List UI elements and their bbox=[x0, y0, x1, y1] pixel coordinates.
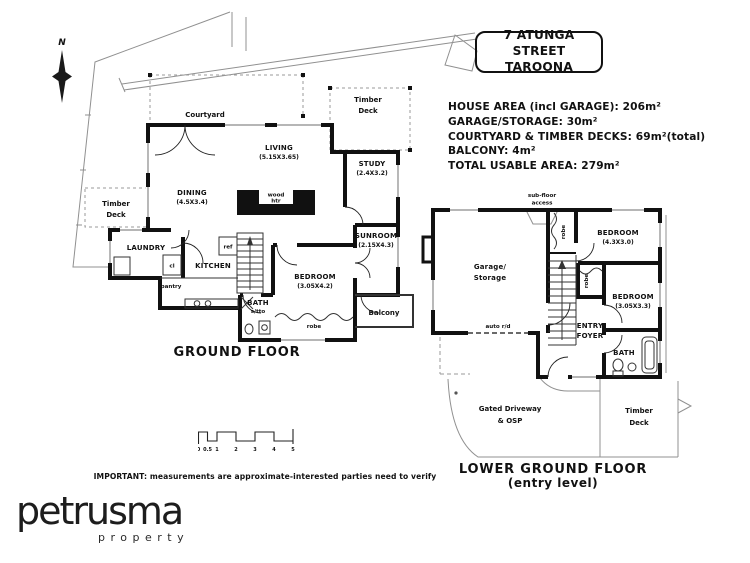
scale-tick: 5 bbox=[291, 447, 295, 453]
lower-window-lines bbox=[432, 209, 661, 378]
logo-tagline-text: property bbox=[98, 531, 190, 544]
lower-stairs-arrow-icon bbox=[558, 260, 566, 269]
ground-floor-title: GROUND FLOOR bbox=[174, 345, 301, 360]
sunroom-dims: (2.15X4.3) bbox=[358, 242, 394, 249]
pantry-label: pantry bbox=[161, 284, 182, 290]
gf-bath-label: BATH bbox=[247, 299, 269, 307]
gf-robe-label: robe bbox=[307, 324, 322, 330]
entry-foyer-label-2: FOYER bbox=[577, 332, 604, 340]
ref-label: ref bbox=[224, 245, 234, 251]
gf-bath-sub-label: s/tto bbox=[251, 309, 266, 315]
lower-fittings bbox=[548, 212, 658, 377]
lower-floor-title: LOWER GROUND FLOOR bbox=[459, 462, 647, 477]
north-compass: N bbox=[52, 38, 72, 103]
north-arrow-icon bbox=[52, 50, 72, 103]
driveway-label-2: & OSP bbox=[498, 417, 523, 425]
balcony-label: Balcony bbox=[369, 309, 400, 317]
living-label: LIVING bbox=[265, 144, 293, 152]
site-boundary-lines bbox=[72, 11, 478, 268]
gf-bedroom-dims: (3.05X4.2) bbox=[297, 283, 333, 290]
lower-ground-floor-plan: sub-floor access Garage/ Storage ENTRY F… bbox=[421, 193, 693, 490]
gf-bedroom-label: BEDROOM bbox=[294, 273, 336, 281]
courtyard-label: Courtyard bbox=[185, 111, 224, 119]
dining-label: DINING bbox=[177, 189, 207, 197]
door-arcs bbox=[154, 124, 380, 314]
driveway-label-1: Gated Driveway bbox=[479, 405, 542, 413]
lg-bedroom1-dims: (4.3X3.0) bbox=[602, 239, 634, 246]
lg-bath-label: BATH bbox=[613, 349, 635, 357]
lower-floor-subtitle: (entry level) bbox=[508, 476, 598, 490]
subfloor-access-label-1: sub-floor bbox=[528, 193, 556, 199]
lg-timber-deck-label-2: Deck bbox=[629, 419, 649, 427]
area-summary-line: HOUSE AREA (incl GARAGE): 206m² bbox=[448, 101, 661, 113]
scale-tick: 2 bbox=[234, 447, 238, 453]
fittings bbox=[113, 232, 414, 335]
lg-bedroom2-dims: (3.05X3.3) bbox=[615, 303, 651, 310]
lg-robe-bedroom-label: robe bbox=[584, 274, 590, 289]
wood-heater-label-1: wood bbox=[268, 193, 285, 199]
driveway-deck-lines bbox=[447, 209, 693, 458]
sunroom-label: SUNROOM bbox=[355, 232, 397, 240]
lower-floor-walls bbox=[421, 208, 662, 379]
lg-timber-deck-label-1: Timber bbox=[625, 407, 653, 415]
kitchen-label: KITCHEN bbox=[195, 262, 231, 270]
lg-bedroom2-label: BEDROOM bbox=[612, 293, 654, 301]
logo-brand-text: petrusma bbox=[16, 489, 184, 533]
scale-tick: 3 bbox=[253, 447, 257, 453]
cl-label: cl bbox=[169, 264, 174, 270]
lg-bedroom1-label: BEDROOM bbox=[597, 229, 639, 237]
dining-dims: (4.5X3.4) bbox=[176, 199, 208, 206]
agency-logo: petrusma property bbox=[16, 492, 189, 543]
study-dims: (2.4X3.2) bbox=[356, 170, 388, 177]
area-summary-line: COURTYARD & TIMBER DECKS: 69m²(total) bbox=[448, 130, 706, 143]
lower-door-arcs bbox=[547, 242, 623, 378]
scale-tick: 4 bbox=[272, 447, 276, 453]
address-line-2: TAROONA bbox=[505, 59, 573, 74]
post-markers bbox=[148, 73, 412, 152]
driveway-dashed-lines bbox=[439, 337, 470, 375]
area-summary: HOUSE AREA (incl GARAGE): 206m² GARAGE/S… bbox=[448, 100, 705, 174]
garage-label-2: Storage bbox=[474, 274, 507, 282]
stairs-arrow-icon bbox=[247, 236, 253, 245]
timber-deck-top-label-2: Deck bbox=[358, 107, 378, 115]
study-label: STUDY bbox=[359, 160, 387, 168]
scale-bar: 0 0.5 1 2 3 4 5 bbox=[198, 429, 295, 453]
disclaimer-text: IMPORTANT: measurements are approximate-… bbox=[93, 472, 437, 481]
address-line-1: 7 ATUNGA STREET bbox=[503, 28, 575, 59]
timber-deck-top-label-1: Timber bbox=[354, 96, 382, 104]
timber-deck-left-label-1: Timber bbox=[102, 200, 130, 208]
laundry-label: LAUNDRY bbox=[127, 244, 166, 252]
timber-deck-left-label-2: Deck bbox=[106, 211, 126, 219]
lg-robe-hall-label: robe bbox=[561, 225, 567, 240]
subfloor-access-label-2: access bbox=[532, 201, 554, 207]
address-title-box: 7 ATUNGA STREET TAROONA bbox=[475, 28, 603, 74]
area-summary-line: TOTAL USABLE AREA: 279m² bbox=[448, 160, 620, 173]
window-lines bbox=[109, 124, 399, 341]
scale-bar-line bbox=[198, 429, 294, 444]
garage-label-1: Garage/ bbox=[474, 263, 507, 271]
scale-tick: 0.5 bbox=[203, 447, 212, 453]
area-summary-line: GARAGE/STORAGE: 30m² bbox=[448, 115, 598, 128]
auto-door-label: auto r/d bbox=[485, 324, 510, 330]
entry-foyer-label-1: ENTRY bbox=[577, 322, 604, 330]
north-label: N bbox=[58, 38, 66, 48]
ground-floor-plan: N bbox=[52, 11, 478, 360]
wood-heater: wood htr bbox=[237, 190, 315, 215]
wood-heater-label-2: htr bbox=[271, 199, 281, 205]
scale-tick: 1 bbox=[215, 447, 219, 453]
site-dot bbox=[454, 391, 458, 395]
living-dims: (5.15X3.65) bbox=[259, 154, 299, 161]
area-summary-line: BALCONY: 4m² bbox=[448, 145, 536, 158]
scale-tick: 0 bbox=[198, 447, 201, 453]
